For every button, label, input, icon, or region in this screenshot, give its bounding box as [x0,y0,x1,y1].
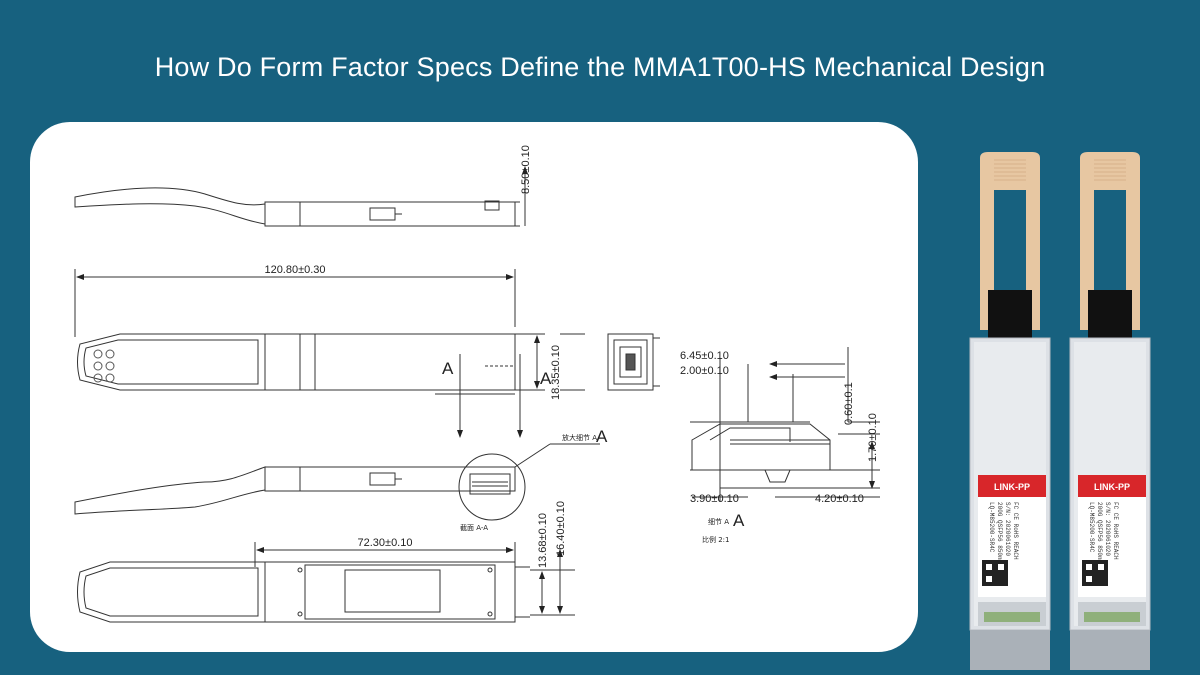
section-marker-right: A [540,369,552,388]
dim-detail-height: 1.70±0.10 [867,413,879,462]
module-model: LQ-M85200-SR4C [1088,502,1095,553]
latch-block [1088,290,1132,342]
dim-detail-left: 3.90±0.10 [690,493,739,505]
module-spec: 200G QSFP56 850nm 100m [1096,502,1103,582]
module-certs: FC CE RoHS REACH [1112,502,1119,560]
dim-height-main: 18.35±0.10 [550,345,562,400]
module-brand: LINK-PP [1094,482,1130,492]
dim-detail-gap: 0.60±0.1 [843,382,855,425]
brand-label [978,475,1046,497]
qr-code [982,560,1008,586]
dim-length-total: 120.80±0.30 [264,264,325,276]
module-spec: 200G QSFP56 850nm 100m [996,502,1003,582]
mechanical-drawing: 8.50±0.10 120.80±0.30 [74,145,880,623]
bottom-view [77,542,575,623]
detail-view-marker: A [596,427,608,446]
end-view [607,333,660,391]
detail-label: 细节 A [708,517,729,526]
dim-detail-right: 4.20±0.10 [815,493,864,505]
latch-hatch-pattern [93,349,115,383]
detail-view [690,347,880,502]
module-model: LQ-M85200-SR4C [988,502,995,553]
detail-view-label: 放大细节 A [562,433,597,442]
dim-height-b2: 16.40±0.10 [555,501,567,556]
pcb-edge [1084,612,1140,622]
dim-height-top: 8.50±0.10 [520,145,532,194]
drawing-card: 8.50±0.10 120.80±0.30 [30,122,918,652]
length-dimension [74,269,516,337]
latch-block [988,290,1032,342]
transceiver-module-1: LINK-PP LQ-M85200-SR4C 200G QSFP56 850nm… [969,152,1051,670]
dim-height-b1: 13.68±0.10 [537,513,549,568]
qr-code [1082,560,1108,586]
module-brand: LINK-PP [994,482,1030,492]
top-view [77,333,545,438]
dim-detail-inner: 2.00±0.10 [680,365,729,377]
transceiver-module-2: LINK-PP LQ-M85200-SR4C 200G QSFP56 850nm… [1069,152,1151,670]
side-view-top [74,166,528,227]
detail-marker: A [733,511,745,530]
scale-label: 比例 2:1 [702,535,730,544]
side-view-mid [74,443,600,521]
dim-detail-width: 6.45±0.10 [680,350,729,362]
pull-tab [1080,152,1140,330]
module-certs: FC CE RoHS REACH [1012,502,1019,560]
section-marker-left: A [442,359,454,378]
module-serial: S/N: 2020061020 [1104,502,1111,556]
brand-label [1078,475,1146,497]
pull-tab [980,152,1040,330]
pcb-edge [984,612,1040,622]
section-label: 截面 A-A [460,523,488,532]
transceiver-modules: LINK-PP LQ-M85200-SR4C 200G QSFP56 850nm… [969,152,1151,670]
dim-bottom-length: 72.30±0.10 [358,537,413,549]
page-title: How Do Form Factor Specs Define the MMA1… [154,52,1046,82]
module-serial: S/N: 2020061020 [1004,502,1011,556]
